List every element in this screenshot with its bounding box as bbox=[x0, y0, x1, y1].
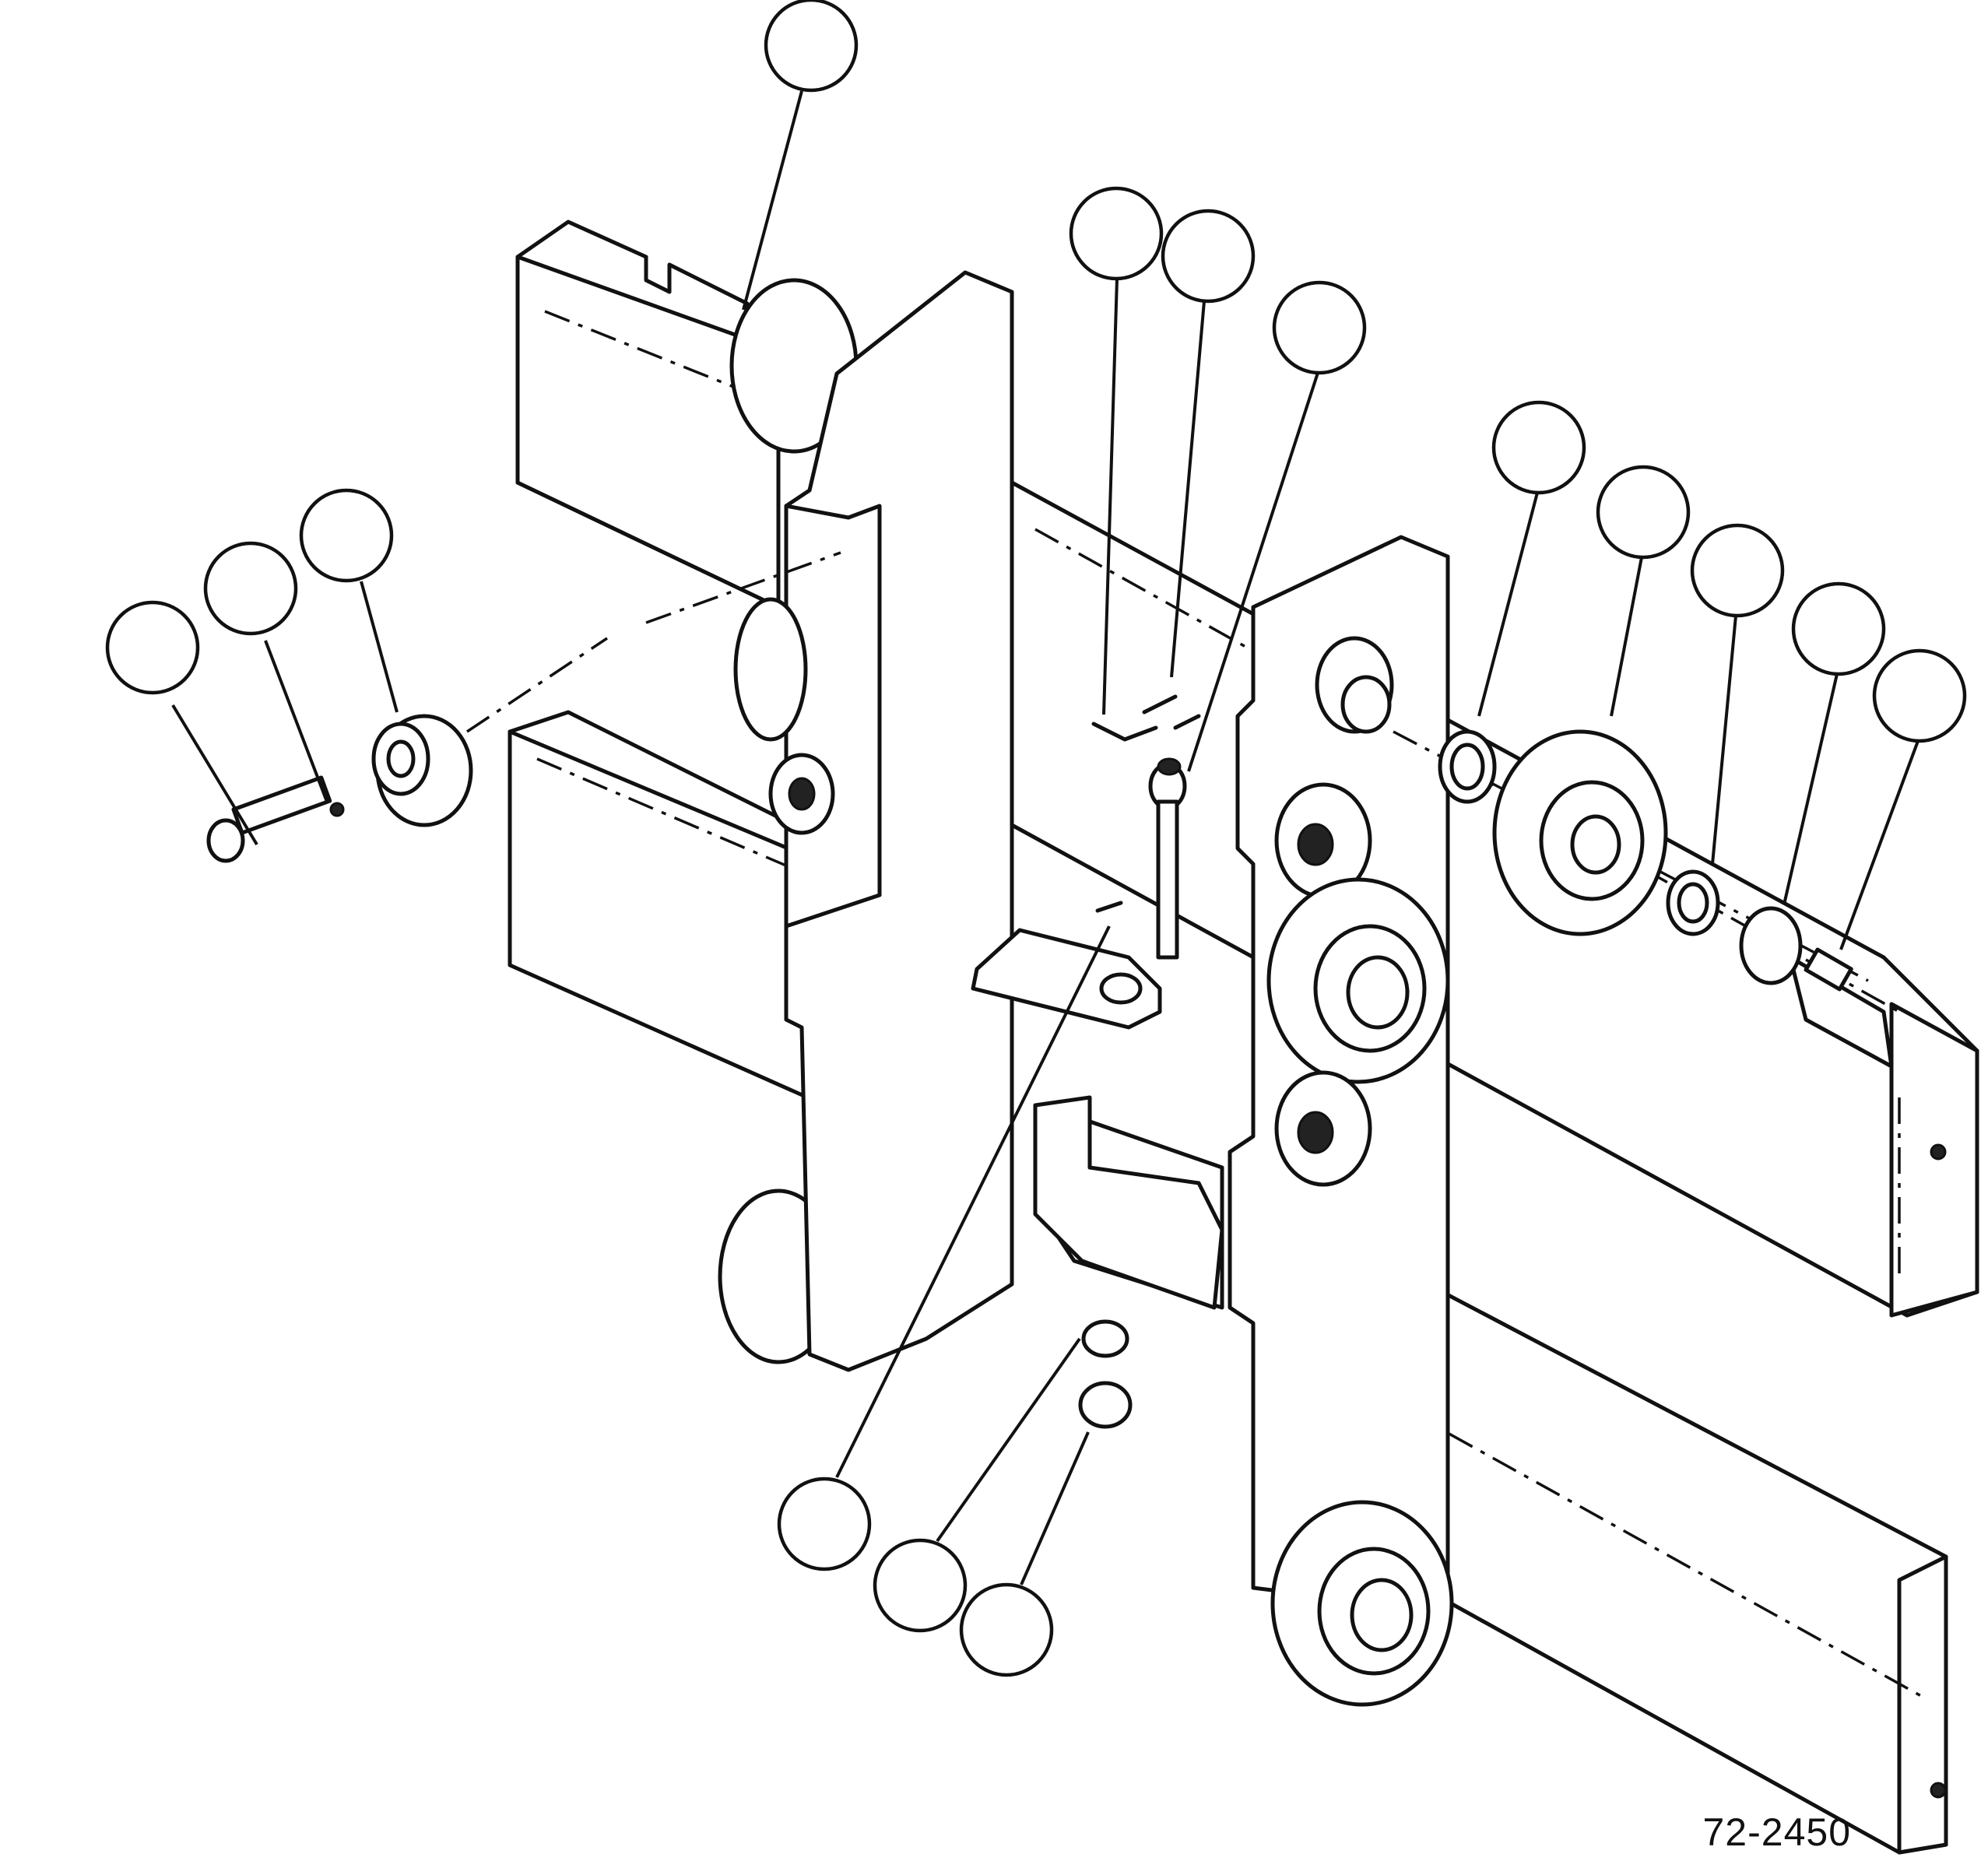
balloon-washer bbox=[1690, 523, 1785, 618]
reference-balloons bbox=[105, 0, 1967, 1677]
upper-left-beam bbox=[515, 219, 781, 609]
balloon-ring bbox=[1491, 400, 1586, 495]
balloon-retainer bbox=[1791, 581, 1886, 676]
balloon-lockwasher bbox=[203, 541, 298, 636]
balloon-spring bbox=[1161, 209, 1256, 304]
balloon-nut bbox=[873, 1538, 968, 1633]
center-nut-spacer bbox=[1078, 1319, 1133, 1429]
balloon-key bbox=[1872, 648, 1967, 743]
left-carriage-plate bbox=[718, 270, 1014, 1372]
balloon-bolt bbox=[105, 600, 200, 695]
center-plate bbox=[971, 901, 1162, 1030]
balloon-top-frame bbox=[764, 0, 859, 93]
left-exploded-parts bbox=[206, 551, 841, 863]
lower-right-beam bbox=[1336, 1235, 1948, 1855]
balloon-spacer bbox=[959, 1582, 1054, 1677]
right-exploded-parts bbox=[1393, 729, 1869, 992]
balloon-plate bbox=[777, 1477, 872, 1571]
figure-number: 72-2450 bbox=[1702, 1810, 1851, 1854]
center-bracket bbox=[1033, 1095, 1224, 1310]
balloon-stud bbox=[1272, 280, 1367, 375]
balloon-roller-right bbox=[1596, 465, 1691, 560]
center-pin-assembly bbox=[1091, 694, 1201, 960]
balloon-pin bbox=[1069, 186, 1164, 281]
balloon-roller-left bbox=[299, 488, 394, 583]
leader-lines bbox=[171, 90, 1920, 1585]
